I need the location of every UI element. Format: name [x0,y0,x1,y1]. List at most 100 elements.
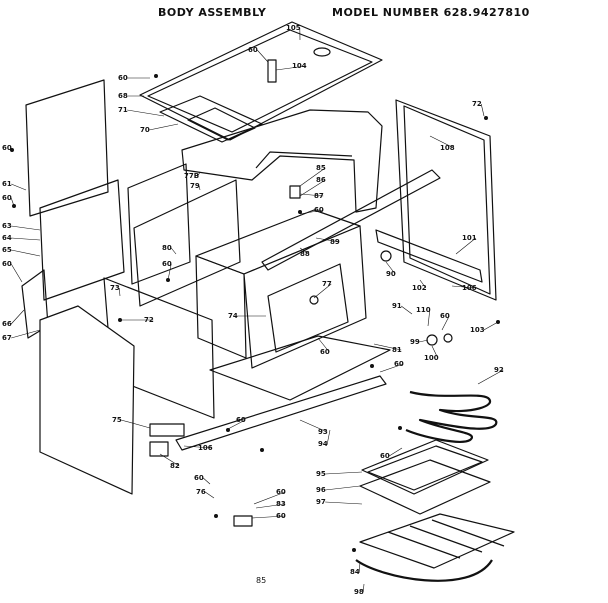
oven-rack-upper [361,439,489,495]
callout-106: 106 [462,284,477,292]
callout-leader [197,171,201,177]
callout-75: 75 [112,416,122,424]
callout-leader [373,343,402,351]
callout-leader [326,429,331,445]
bracket-75 [149,423,185,437]
left-side-panel-upper [25,79,109,217]
callout-leader [441,315,450,331]
callout-leader [325,485,361,491]
callout-60: 60 [162,260,172,268]
callout-60: 60 [320,348,330,356]
callout-leader [10,263,23,283]
callout-92: 92 [494,366,504,374]
callout-79: 79 [190,182,200,190]
callout-leader [183,445,212,449]
callout-60: 60 [194,474,204,482]
callout-leader [401,305,413,315]
callout-leader [389,447,403,457]
callout-110: 110 [416,306,431,314]
bottom-panel [209,335,391,401]
callout-leader [419,339,429,343]
callout-72: 72 [144,316,154,324]
callout-leader [121,419,151,429]
callout-89: 89 [330,238,340,246]
callout-leader [159,453,180,467]
broil-element [405,390,498,443]
callout-60: 60 [394,360,404,368]
callout-leader [299,167,326,187]
callout-leader [127,109,165,117]
callout-104: 104 [292,62,307,70]
callout-85: 85 [316,164,326,172]
callout-leader [385,261,396,275]
callout-leader [10,197,15,207]
back-panel [395,99,497,301]
callout-94: 94 [318,440,328,448]
callout-103: 103 [470,326,485,334]
callout-leader [313,283,332,299]
callout-80: 80 [162,244,172,252]
oven-wrapper-left [133,179,241,307]
oven-liner [195,209,367,369]
callout-97: 97 [316,498,326,506]
callout-87: 87 [314,192,324,200]
callout-leader [118,287,121,297]
callout-leader [299,179,326,197]
oven-rack-lower [359,513,515,569]
callout-leader [317,337,330,353]
callout-60: 60 [380,452,390,460]
bracket-104 [267,59,277,83]
front-door-panel [39,305,135,495]
callout-leader [11,237,41,241]
callout-leader [480,103,485,117]
callout-72: 72 [472,100,482,108]
callout-leader [325,501,363,505]
callout-91: 91 [392,302,402,310]
callout-60: 60 [440,312,450,320]
callout-leader [315,237,340,243]
callout-leader [455,237,476,255]
callout-leader [203,477,211,485]
callout-60: 60 [2,144,12,152]
oven-top-shroud [181,109,383,213]
bake-element [355,559,493,582]
callout-93: 93 [318,428,328,436]
callout-leader [325,471,363,475]
callout-82: 82 [170,462,180,470]
callout-60: 60 [2,194,12,202]
callout-leader [255,503,286,509]
callout-leader [11,225,41,231]
callout-labels: 1056010460687170721086061606364656066677… [2,24,504,596]
callout-66: 66 [2,320,12,328]
callout-60: 60 [276,488,286,496]
callout-76: 76 [196,488,206,496]
top-panel [139,21,383,141]
callout-77: 77 [322,280,332,288]
callout-leader [275,65,306,71]
callout-98: 98 [354,588,364,596]
block-87 [289,185,301,199]
callout-60: 60 [236,416,246,424]
callout-77B: 77B [184,172,199,180]
callout-108: 108 [440,144,455,152]
callout-leader [11,329,41,339]
callout-73: 73 [110,284,120,292]
part-100 [426,334,438,346]
callout-70: 70 [140,126,150,134]
callout-leader [429,135,454,149]
callout-84: 84 [350,568,360,576]
part-99 [443,333,453,343]
callout-leader [225,419,246,431]
oven-pan [359,459,491,515]
callout-67: 67 [2,334,12,342]
callout-64: 64 [2,234,12,242]
callout-leader [379,363,404,373]
callout-leader [483,321,499,331]
callout-83: 83 [276,500,286,508]
callout-leader [431,345,439,359]
callout-100: 100 [424,354,439,362]
lamp-77 [309,295,319,305]
callout-61: 61 [2,180,12,188]
